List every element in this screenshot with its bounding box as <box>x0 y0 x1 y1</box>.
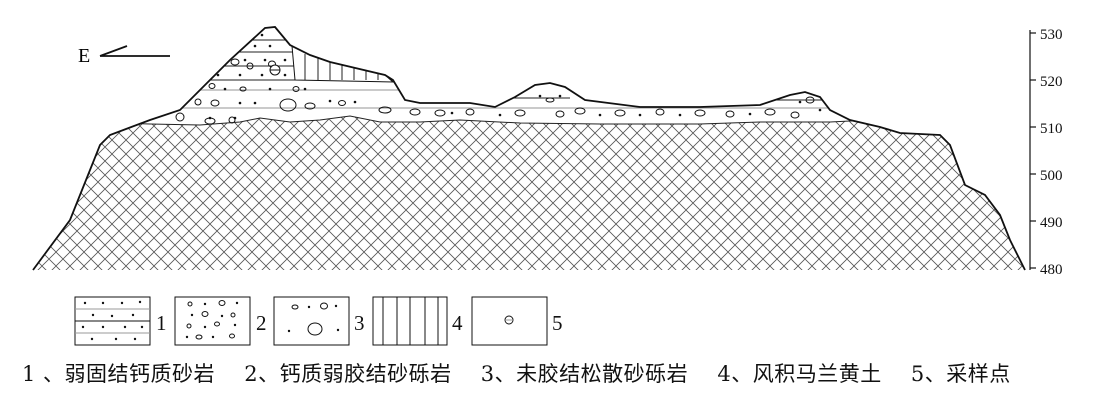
axis-tick-label: 500 <box>1040 168 1063 184</box>
axis-tick-label: 490 <box>1040 215 1063 231</box>
axis-tick-label: 520 <box>1040 74 1063 90</box>
legend-caption: 1 、弱固结钙质砂岩 2、钙质弱胶结砂砾岩 3、未胶结松散砂砾岩 4、风积马兰黄… <box>22 358 1033 388</box>
elevation-axis <box>1029 30 1036 270</box>
legend <box>74 296 548 346</box>
terrain-profile <box>32 26 1026 271</box>
direction-arrow-icon <box>99 45 170 57</box>
legend-number: 4 <box>452 311 463 335</box>
legend-number: 5 <box>552 311 563 335</box>
caption-item: 4、风积马兰黄土 <box>717 362 882 386</box>
sample-point-icon <box>269 64 281 76</box>
legend-swatch-3 <box>273 296 350 346</box>
legend-swatch-4 <box>372 296 448 346</box>
caption-item: 3、未胶结松散砂砾岩 <box>480 362 689 386</box>
axis-tick-label: 530 <box>1040 27 1063 43</box>
legend-number: 3 <box>354 311 365 335</box>
legend-swatch-5 <box>471 296 548 346</box>
legend-number: 2 <box>256 311 267 335</box>
caption-item: 2、钙质弱胶结砂砾岩 <box>244 362 452 386</box>
direction-label: E <box>78 45 90 67</box>
axis-tick-label: 480 <box>1040 262 1063 278</box>
legend-swatch-2 <box>174 296 251 346</box>
legend-swatch-1 <box>74 296 151 346</box>
caption-item: 5、采样点 <box>910 362 1011 386</box>
axis-tick-label: 510 <box>1040 121 1063 137</box>
caption-item: 1 、弱固结钙质砂岩 <box>22 362 216 386</box>
legend-number: 1 <box>156 311 167 335</box>
